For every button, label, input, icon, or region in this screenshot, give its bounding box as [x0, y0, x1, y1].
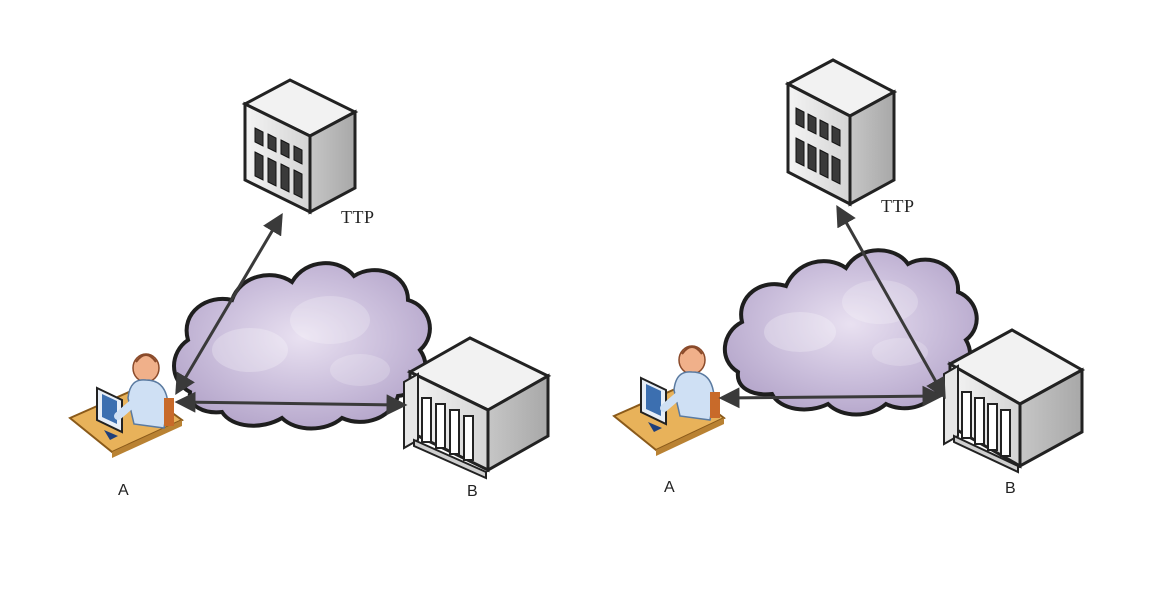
node-b-label: B — [1005, 480, 1016, 497]
bank-building-icon — [943, 328, 1086, 474]
user-at-computer-icon — [68, 353, 184, 458]
arrow-a-to-b — [718, 385, 944, 409]
bank-building-icon — [403, 336, 552, 480]
node-b-label: B — [467, 483, 478, 500]
diagram-left — [68, 78, 552, 480]
office-building-icon — [241, 78, 359, 215]
ttp-label: TTP — [881, 196, 915, 216]
arrow-a-to-b — [174, 391, 408, 416]
arrow-a-to-ttp — [175, 212, 283, 396]
node-a-label: A — [118, 482, 129, 499]
user-at-computer-icon — [612, 345, 726, 456]
office-building-icon — [784, 58, 898, 207]
ttp-label: TTP — [341, 207, 375, 227]
arrow-ttp-to-b — [836, 204, 946, 400]
node-a-label: A — [664, 479, 675, 496]
diagram-right — [612, 58, 1086, 474]
